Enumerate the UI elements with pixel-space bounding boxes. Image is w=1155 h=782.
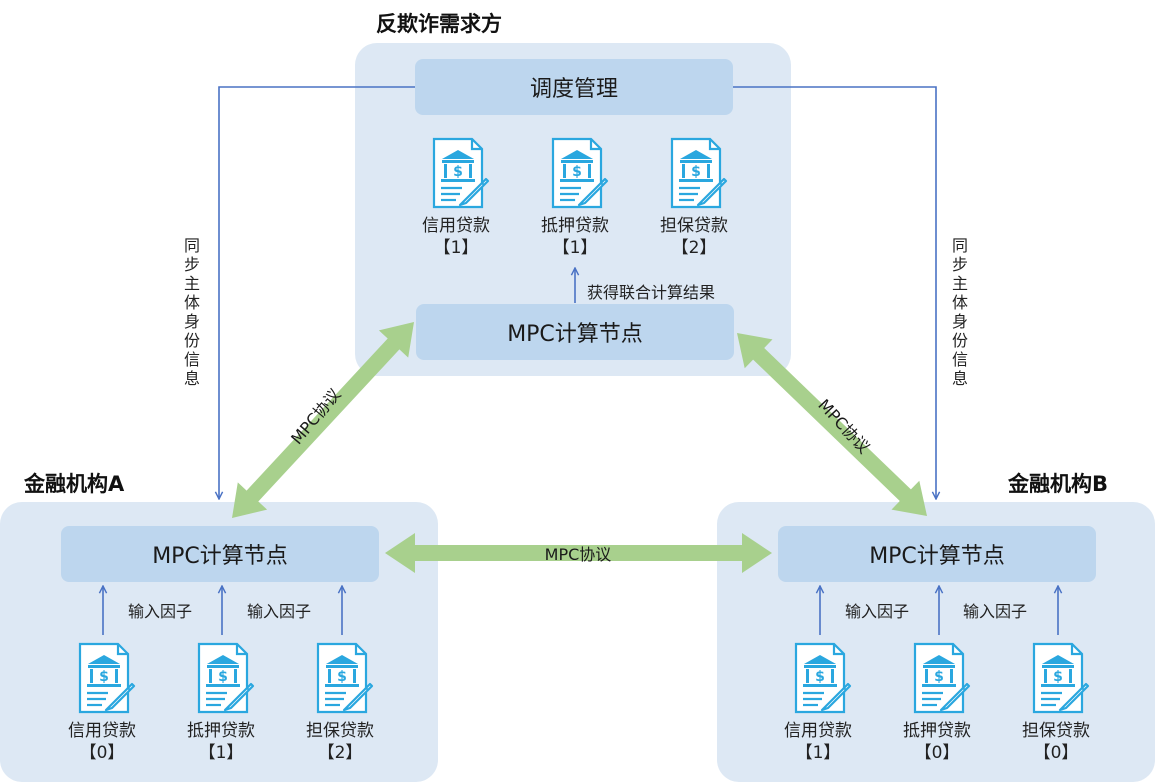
bank-contract-icon: $ — [197, 642, 255, 714]
institution-a-heading: 金融机构A — [24, 472, 125, 496]
sync-label-left: 同步主体身份信息 — [183, 236, 200, 388]
bank-contract-icon: $ — [551, 137, 609, 209]
svg-text:$: $ — [99, 669, 109, 685]
doc-label: 抵押贷款 — [903, 721, 971, 741]
doc-a-credit: $ 信用贷款 【0】 — [62, 638, 142, 764]
doc-label: 抵押贷款 — [541, 216, 609, 236]
doc-count: 【1】 — [795, 743, 841, 763]
svg-text:$: $ — [691, 164, 701, 180]
doc-top-credit: $ 信用贷款 【1】 — [416, 133, 496, 259]
svg-text:$: $ — [1053, 669, 1063, 685]
scheduler-node: 调度管理 — [415, 59, 733, 115]
doc-a-guarantee: $ 担保贷款 【2】 — [300, 638, 380, 764]
bank-contract-icon: $ — [432, 137, 490, 209]
doc-count: 【0】 — [79, 743, 125, 763]
protocol-label-bottom: MPC协议 — [545, 545, 612, 564]
sync-connector-left — [219, 86, 415, 499]
bank-contract-icon: $ — [794, 642, 852, 714]
bank-contract-icon: $ — [78, 642, 136, 714]
protocol-arrow-left — [232, 322, 414, 518]
result-note: 获得联合计算结果 — [587, 283, 716, 302]
doc-b-mortgage: $ 抵押贷款 【0】 — [897, 638, 977, 764]
sync-label-right: 同步主体身份信息 — [951, 236, 968, 388]
input-note-a1: 输入因子 — [128, 602, 193, 621]
bank-contract-icon: $ — [670, 137, 728, 209]
input-note-b2: 输入因子 — [963, 602, 1028, 621]
doc-label: 信用贷款 — [422, 216, 490, 236]
doc-label: 担保贷款 — [306, 721, 374, 741]
doc-label: 信用贷款 — [68, 721, 136, 741]
bank-contract-icon: $ — [913, 642, 971, 714]
protocol-arrow-right — [737, 333, 927, 516]
doc-count: 【1】 — [198, 743, 244, 763]
doc-top-mortgage: $ 抵押贷款 【1】 — [535, 133, 615, 259]
input-note-a2: 输入因子 — [247, 602, 312, 621]
doc-count: 【2】 — [317, 743, 363, 763]
svg-text:$: $ — [572, 164, 582, 180]
doc-label: 担保贷款 — [660, 216, 728, 236]
doc-count: 【1】 — [433, 238, 479, 258]
doc-count: 【0】 — [1033, 743, 1079, 763]
doc-count: 【2】 — [671, 238, 717, 258]
mpc-node-top: MPC计算节点 — [416, 304, 734, 360]
sync-connector-right — [733, 86, 936, 499]
institution-b-heading: 金融机构B — [1008, 472, 1109, 496]
doc-label: 信用贷款 — [784, 721, 852, 741]
doc-count: 【0】 — [914, 743, 960, 763]
doc-count: 【1】 — [552, 238, 598, 258]
svg-text:$: $ — [815, 669, 825, 685]
demand-side-heading: 反欺诈需求方 — [376, 12, 502, 36]
svg-text:$: $ — [218, 669, 228, 685]
svg-text:$: $ — [337, 669, 347, 685]
doc-b-guarantee: $ 担保贷款 【0】 — [1016, 638, 1096, 764]
doc-b-credit: $ 信用贷款 【1】 — [778, 638, 858, 764]
mpc-node-b: MPC计算节点 — [778, 526, 1096, 582]
bank-contract-icon: $ — [1032, 642, 1090, 714]
protocol-arrow-bottom — [385, 533, 772, 573]
svg-text:$: $ — [934, 669, 944, 685]
doc-label: 抵押贷款 — [187, 721, 255, 741]
svg-text:$: $ — [453, 164, 463, 180]
bank-contract-icon: $ — [316, 642, 374, 714]
mpc-node-a: MPC计算节点 — [61, 526, 379, 582]
input-note-b1: 输入因子 — [845, 602, 910, 621]
doc-top-guarantee: $ 担保贷款 【2】 — [654, 133, 734, 259]
doc-a-mortgage: $ 抵押贷款 【1】 — [181, 638, 261, 764]
doc-label: 担保贷款 — [1022, 721, 1090, 741]
